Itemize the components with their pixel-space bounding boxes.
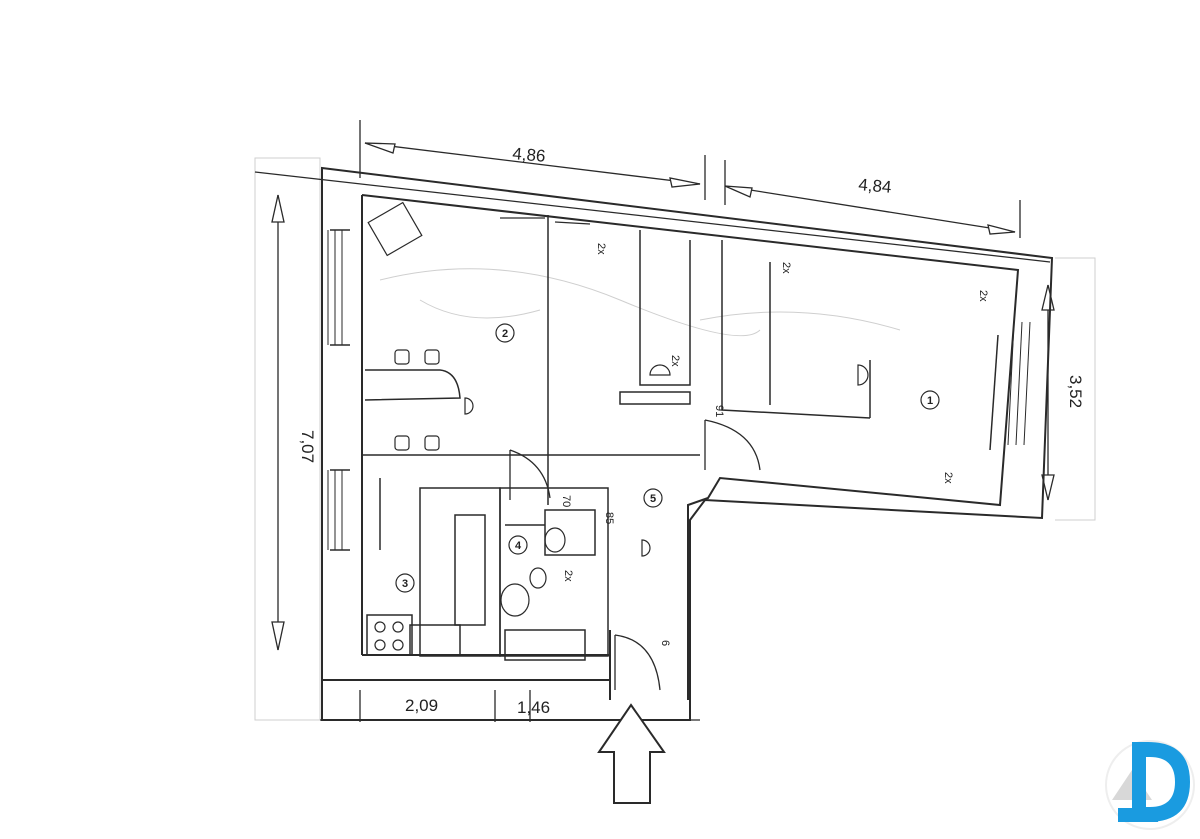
- radiator-label: 2x: [669, 355, 681, 367]
- interior-walls: [330, 215, 999, 661]
- dimension-top-left: 4,86: [512, 144, 547, 166]
- radiator-label: 2x: [977, 290, 989, 302]
- dimension-lines: [254, 120, 1055, 722]
- radiator-label: 2x: [595, 243, 607, 255]
- room-number-1: 1: [927, 395, 933, 407]
- room-number-3: 3: [402, 578, 408, 590]
- radiator-label: 2x: [780, 262, 792, 274]
- room-marker-3: [395, 573, 415, 593]
- door-width-label: 6: [659, 640, 671, 646]
- entrance-arrow: [597, 703, 666, 804]
- radiator-label: 2x: [562, 570, 574, 582]
- door-swings: [509, 419, 761, 691]
- radiator-label: 2x: [942, 472, 954, 484]
- windows: [327, 230, 1031, 550]
- room-marker-1: [920, 390, 940, 410]
- room-marker-4: [508, 535, 528, 555]
- door-width-label: 70: [560, 495, 572, 507]
- dimension-bottom-mid: 1,46: [517, 698, 550, 717]
- paper-texture: [254, 120, 1096, 721]
- door-width-label: 91: [713, 405, 725, 417]
- room-number-2: 2: [502, 328, 508, 340]
- outer-walls: [321, 166, 1054, 721]
- dimension-top-right: 4,84: [858, 175, 893, 197]
- room-number-5: 5: [650, 493, 656, 505]
- dimension-left-height: 7,07: [298, 430, 317, 463]
- room-marker-5: [643, 488, 663, 508]
- d-letter-logo: [1105, 740, 1195, 830]
- room-markers: [395, 323, 940, 593]
- dimension-right-height: 3,52: [1066, 375, 1085, 408]
- fixtures: [367, 201, 869, 651]
- room-marker-2: [495, 323, 515, 343]
- door-width-label: 85: [603, 512, 615, 524]
- dimension-bottom-left: 2,09: [405, 696, 438, 715]
- room-number-4: 4: [515, 540, 522, 552]
